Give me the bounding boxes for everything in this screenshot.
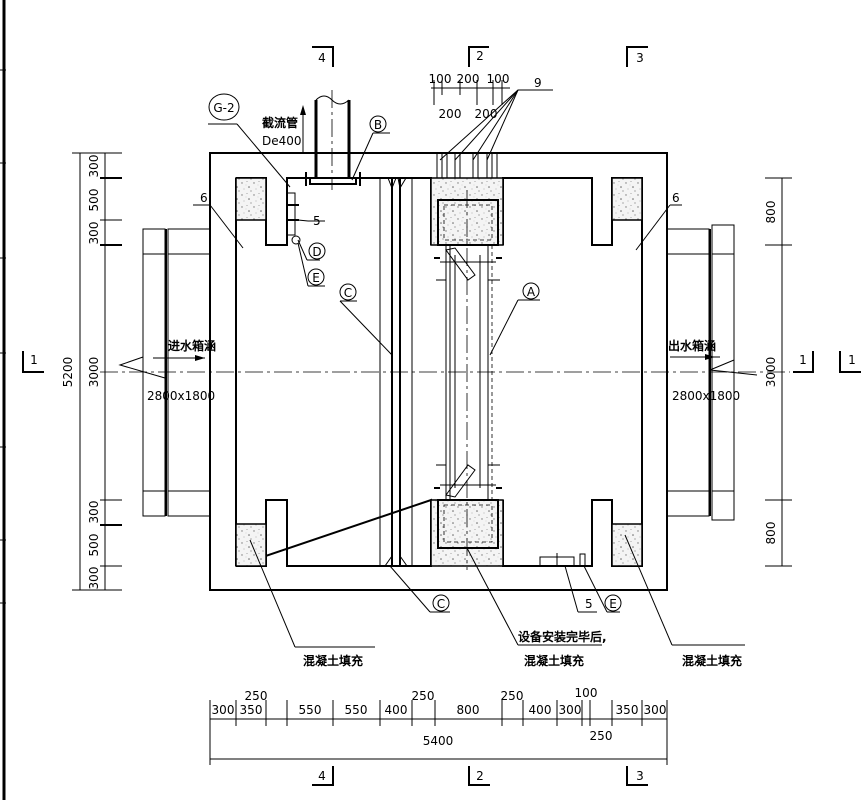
callout-e-bottom-label: E: [609, 597, 617, 611]
bottom-dim-550-b: 550: [345, 703, 368, 717]
top-dim-200-a: 200: [439, 107, 462, 121]
intercept-pipe: [300, 90, 361, 190]
callout-b-label: B: [374, 118, 382, 132]
bottom-dim-400-a: 400: [385, 703, 408, 717]
section-mark-right-1a: 1: [793, 351, 814, 373]
left-dim-3000: 3000: [87, 357, 101, 388]
gate-assembly-a: [434, 190, 502, 570]
outlet-size-label: 2800x1800: [672, 389, 740, 403]
left-dim-overall: 5200: [61, 357, 75, 388]
svg-text:1: 1: [799, 353, 807, 367]
bottom-dimensions: 250 250 250 100 300 350 550 550 400 800 …: [209, 686, 668, 765]
left-dim-300-a: 300: [87, 155, 101, 178]
right-dimensions: 800 3000 800: [764, 177, 792, 567]
bottom-dim-800: 800: [457, 703, 480, 717]
outlet-label: 出水箱涵: [668, 338, 716, 353]
bottom-dim-350-a: 350: [240, 703, 263, 717]
inlet-culvert: [118, 228, 211, 517]
section-mark-bottom-4: 4: [312, 766, 334, 786]
item-5-bottom-label: 5: [585, 597, 593, 611]
top-dim-100-b: 100: [487, 72, 510, 86]
svg-text:2: 2: [476, 769, 484, 783]
svg-text:4: 4: [318, 769, 326, 783]
left-dim-300-d: 300: [87, 567, 101, 590]
item-6-left-label: 6: [200, 191, 208, 205]
item-6-right-label: 6: [672, 191, 680, 205]
callout-a: A: [522, 282, 540, 300]
callout-e-bottom: E: [604, 594, 622, 612]
concrete-fill-top-left: [235, 177, 267, 221]
bottom-dim-350-b: 350: [616, 703, 639, 717]
callout-e-top-label: E: [312, 271, 320, 285]
item-9-label: 9: [534, 76, 542, 90]
top-dim-100-a: 100: [429, 72, 452, 86]
section-mark-top-2: 2: [468, 46, 489, 67]
pipe-size-label: De400: [262, 134, 302, 148]
callout-e-top: E: [307, 268, 325, 286]
bottom-dim-250-c: 250: [501, 689, 524, 703]
leaders: [193, 89, 745, 648]
left-dim-500-b: 500: [87, 534, 101, 557]
right-dim-800-b: 800: [764, 522, 778, 545]
bottom-dim-250-d: 250: [590, 729, 613, 743]
callout-g2-label: G-2: [213, 101, 234, 115]
svg-text:3: 3: [636, 51, 644, 65]
bottom-dim-300-a: 300: [212, 703, 235, 717]
bottom-dim-100: 100: [575, 686, 598, 700]
callout-g2: G-2: [208, 93, 240, 121]
svg-text:4: 4: [318, 51, 326, 65]
top-dim-200: 200: [457, 72, 480, 86]
svg-text:2: 2: [476, 49, 484, 63]
section-mark-top-3: 3: [626, 46, 648, 67]
bottom-dim-300-b: 300: [559, 703, 582, 717]
callout-c-top-label: C: [344, 286, 352, 300]
concrete-fill-bottom-left: [235, 523, 267, 567]
bottom-dim-250-b: 250: [412, 689, 435, 703]
note-fill-left: 混凝土填充: [303, 653, 363, 668]
section-mark-right-1b: 1: [839, 351, 861, 373]
callout-c-bottom: C: [432, 594, 450, 612]
left-dim-300-c: 300: [87, 501, 101, 524]
bottom-dim-250-a: 250: [245, 689, 268, 703]
left-dimensions: 5200 300 500 300 3000 300 500 300: [61, 152, 122, 591]
callout-a-label: A: [527, 285, 536, 299]
concrete-fill-top-right: [611, 177, 643, 221]
section-mark-top-4: 4: [312, 46, 334, 67]
callout-b: B: [369, 115, 387, 133]
callout-d-label: D: [312, 245, 321, 259]
concrete-fill-bottom-right: [611, 523, 643, 567]
pipe-name-label: 截流管: [262, 115, 298, 130]
left-dim-500-a: 500: [87, 189, 101, 212]
section-mark-bottom-3: 3: [626, 766, 648, 786]
ladder-bottom: [539, 553, 586, 567]
section-mark-left-1: 1: [22, 351, 44, 373]
svg-text:1: 1: [848, 353, 856, 367]
sheet-border: [0, 0, 6, 800]
right-dim-3000: 3000: [764, 357, 778, 388]
callout-d: D: [308, 242, 326, 260]
bottom-dim-300-c: 300: [644, 703, 667, 717]
item-5-top-label: 5: [313, 214, 321, 228]
bottom-dim-400-b: 400: [529, 703, 552, 717]
right-dim-800-a: 800: [764, 201, 778, 224]
svg-text:3: 3: [636, 769, 644, 783]
inlet-size-label: 2800x1800: [147, 389, 215, 403]
note-fill-right: 混凝土填充: [682, 653, 742, 668]
inlet-label: 进水箱涵: [168, 338, 216, 353]
section-mark-bottom-2: 2: [468, 766, 490, 786]
outlet-culvert: [666, 224, 758, 521]
ladder-top: [286, 192, 301, 245]
bottom-dim-550-a: 550: [299, 703, 322, 717]
callout-c-bottom-label: C: [437, 597, 445, 611]
anchor-bars: [436, 153, 498, 178]
svg-text:1: 1: [30, 353, 38, 367]
top-dimension-group: 100 200 100 200 200: [429, 72, 510, 121]
top-dim-200-b: 200: [475, 107, 498, 121]
note-fill-center-line1: 设备安装完毕后,: [518, 629, 607, 644]
left-dim-300-b: 300: [87, 222, 101, 245]
note-fill-center-line2: 混凝土填充: [524, 653, 584, 668]
bottom-dim-overall: 5400: [423, 734, 454, 748]
callout-c-top: C: [339, 283, 357, 301]
